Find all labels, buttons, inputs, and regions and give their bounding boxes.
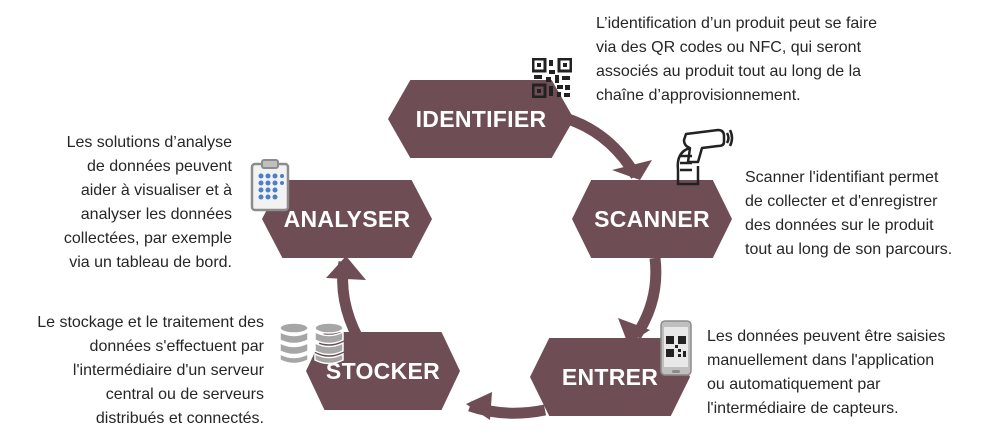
scanner-description: Scanner l'identifiant permet de collecte… bbox=[745, 169, 953, 258]
step-scanner: SCANNER bbox=[572, 180, 732, 258]
barcode-scanner-icon bbox=[672, 126, 734, 188]
analyser-description: Les solutions d’analyse de données peuve… bbox=[63, 134, 232, 271]
identifier-description: L’identification d’un produit peut se fa… bbox=[596, 15, 878, 104]
step-stocker: STOCKER bbox=[306, 332, 460, 410]
arrowhead-entrer bbox=[618, 318, 650, 344]
step-stocker-label: STOCKER bbox=[325, 357, 441, 384]
step-scanner-label: SCANNER bbox=[594, 205, 710, 232]
qr-code-icon bbox=[532, 58, 572, 98]
arrowhead-scanner bbox=[612, 160, 652, 180]
step-identifier: IDENTIFIER bbox=[388, 80, 574, 158]
step-identifier-label: IDENTIFIER bbox=[415, 105, 547, 132]
entrer-description: Les données peuvent être saisies manuell… bbox=[707, 328, 946, 417]
arrowhead-stocker bbox=[466, 392, 492, 420]
stocker-description: Le stockage et le traitement des données… bbox=[37, 314, 264, 427]
step-analyser-label: ANALYSER bbox=[283, 205, 411, 232]
database-icon bbox=[279, 322, 345, 366]
step-analyser: ANALYSER bbox=[262, 180, 432, 258]
step-entrer-label: ENTRER bbox=[561, 363, 659, 390]
arrow-scanner-entrer bbox=[631, 257, 662, 340]
clipboard-icon bbox=[250, 158, 290, 212]
phone-qr-icon bbox=[660, 320, 692, 376]
arrowhead-analyser bbox=[326, 256, 366, 280]
